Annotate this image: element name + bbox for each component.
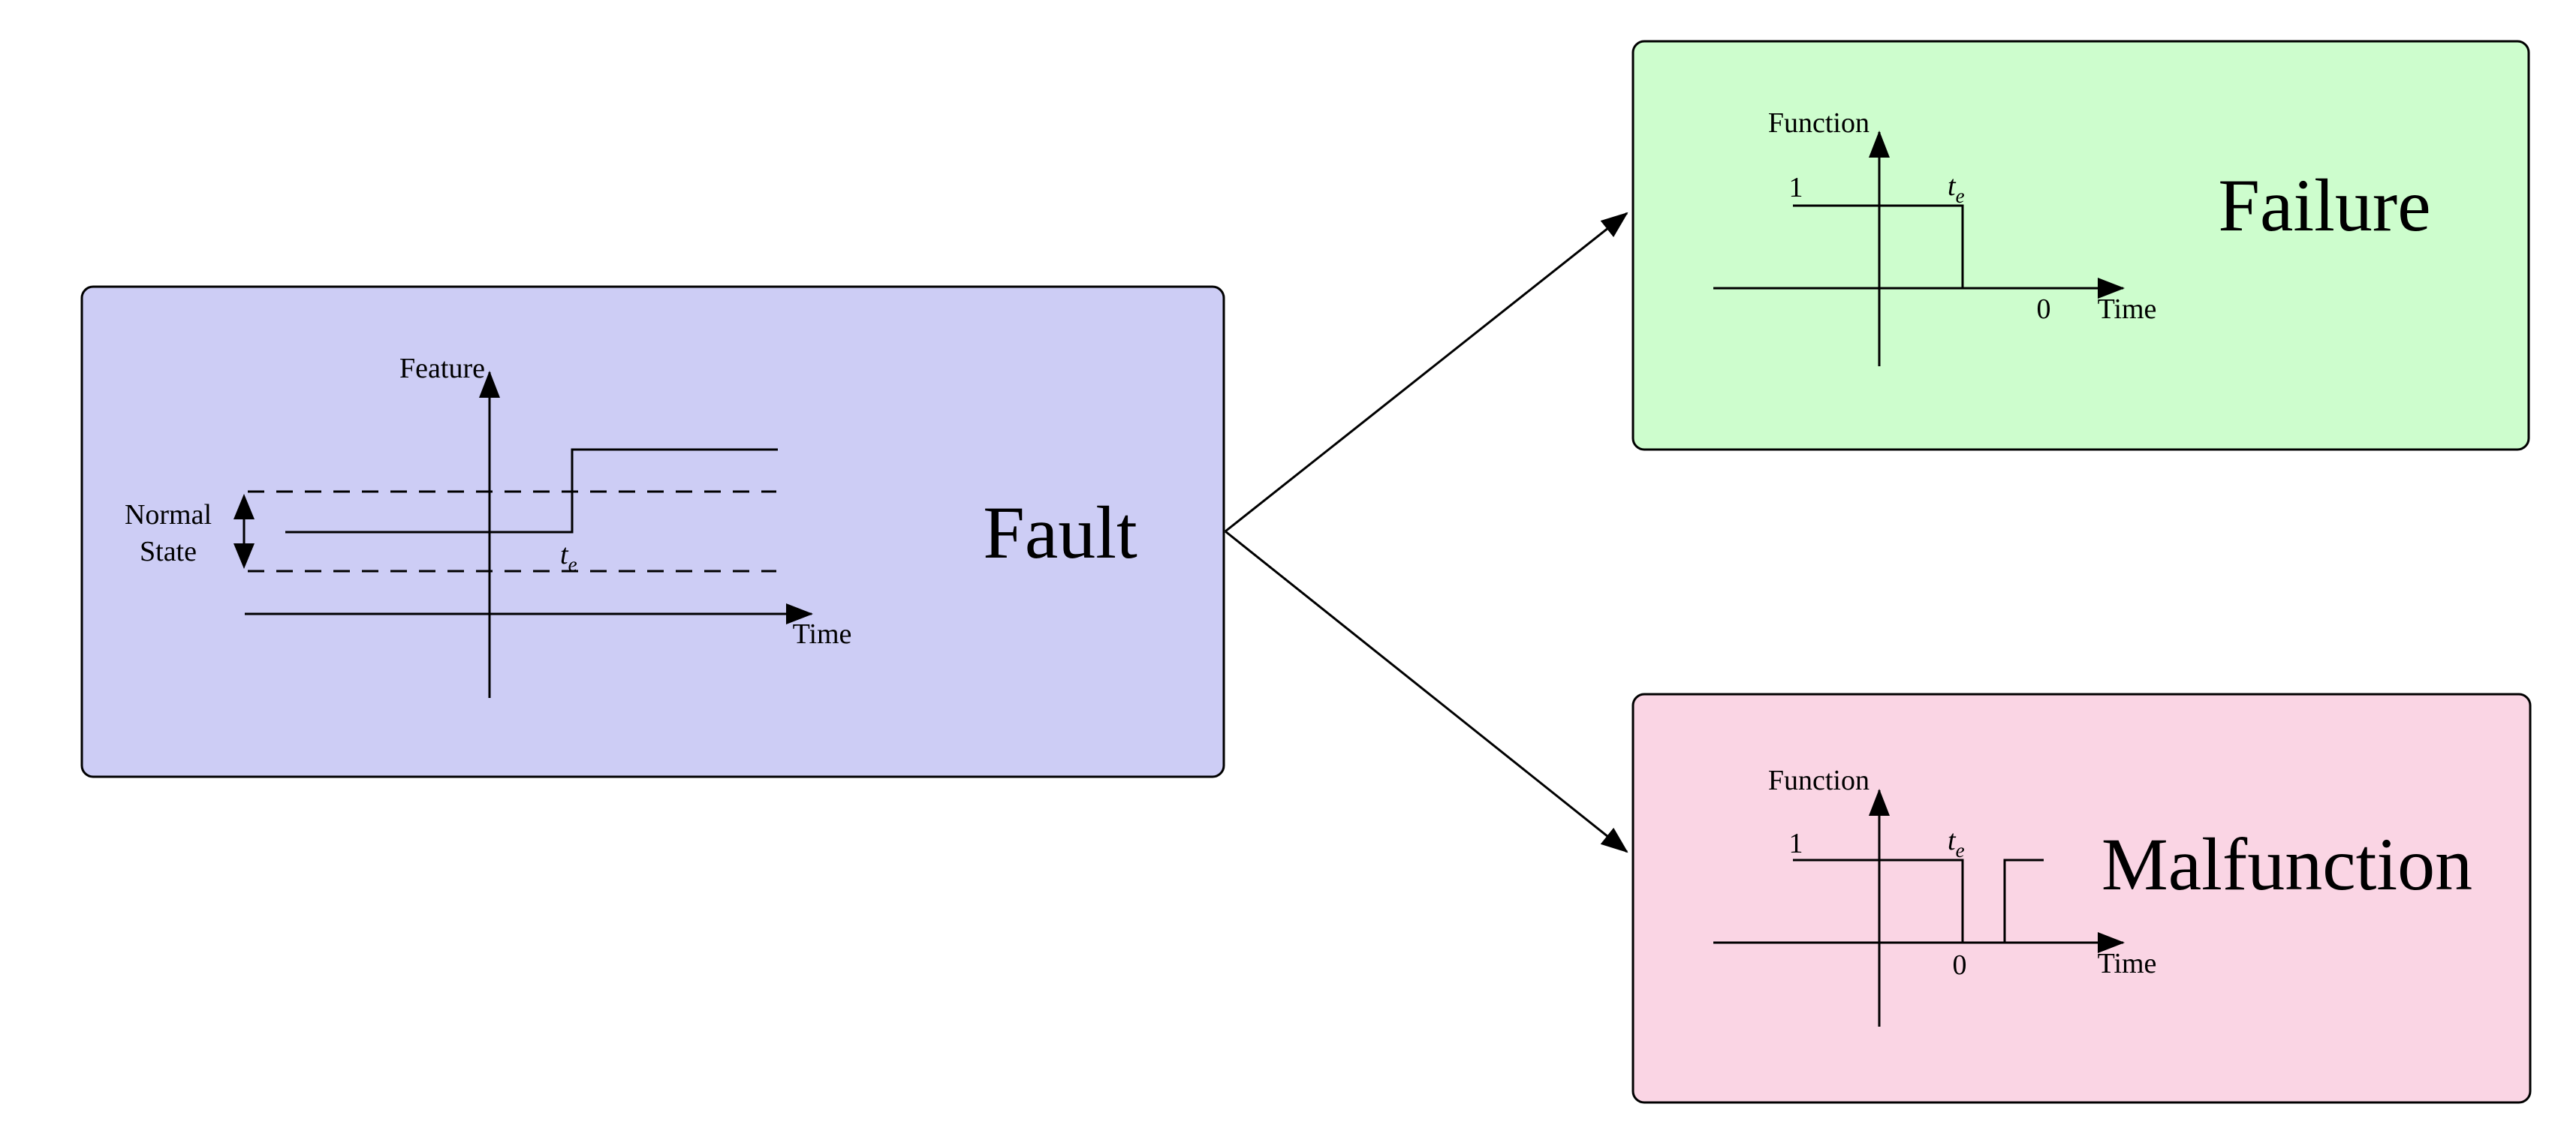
malfunction-zero-label: 0 xyxy=(1953,949,1967,981)
malfunction-signal-step-curve xyxy=(1793,859,1964,943)
malfunction-plot: Function 1 te 0 Time xyxy=(1713,765,2156,1027)
fault-time-axis-label: Time xyxy=(793,618,852,650)
failure-node-title: Failure xyxy=(2218,164,2430,247)
failure-event-time-label: te xyxy=(1948,170,1965,207)
fault-node-box xyxy=(80,285,1225,778)
malfunction-function-axis-label: Function xyxy=(1768,765,1869,796)
failure-signal-step-curve xyxy=(1793,204,1964,288)
normal-state-range-arrow-bottom-head xyxy=(233,543,255,569)
normal-state-range-arrow-top-head xyxy=(233,494,255,519)
fault-plot: Feature Time Normal State te xyxy=(125,353,851,698)
edge-fault-to-malfunction xyxy=(1225,530,1628,853)
normal-state-label-line2: State xyxy=(140,536,197,567)
failure-time-axis-label: Time xyxy=(2098,293,2157,325)
malfunction-signal-recovery-curve xyxy=(2003,859,2044,943)
malfunction-time-axis-label: Time xyxy=(2098,948,2157,979)
malfunction-node: Function 1 te 0 Time Malfunction xyxy=(1631,693,2532,1104)
malfunction-level-one-label: 1 xyxy=(1789,828,1803,859)
failure-node: Function 1 te 0 Time Failure xyxy=(1631,40,2530,451)
fault-signal-step-curve xyxy=(285,448,778,534)
fault-event-time-label: te xyxy=(560,539,577,576)
failure-node-box xyxy=(1631,40,2530,451)
failure-zero-label: 0 xyxy=(2037,293,2051,325)
malfunction-node-box xyxy=(1631,693,2532,1104)
edge-fault-to-failure xyxy=(1225,212,1628,533)
fault-node: Feature Time Normal State te Fault xyxy=(80,285,1225,778)
failure-level-one-label: 1 xyxy=(1789,172,1803,203)
failure-plot: Function 1 te 0 Time xyxy=(1713,107,2156,366)
feature-axis-label: Feature xyxy=(399,353,485,384)
fault-node-title: Fault xyxy=(983,491,1137,574)
failure-function-axis-label: Function xyxy=(1768,107,1869,139)
malfunction-event-time-label: te xyxy=(1948,825,1965,862)
malfunction-node-title: Malfunction xyxy=(2101,823,2472,906)
normal-state-label-line1: Normal xyxy=(125,499,212,531)
